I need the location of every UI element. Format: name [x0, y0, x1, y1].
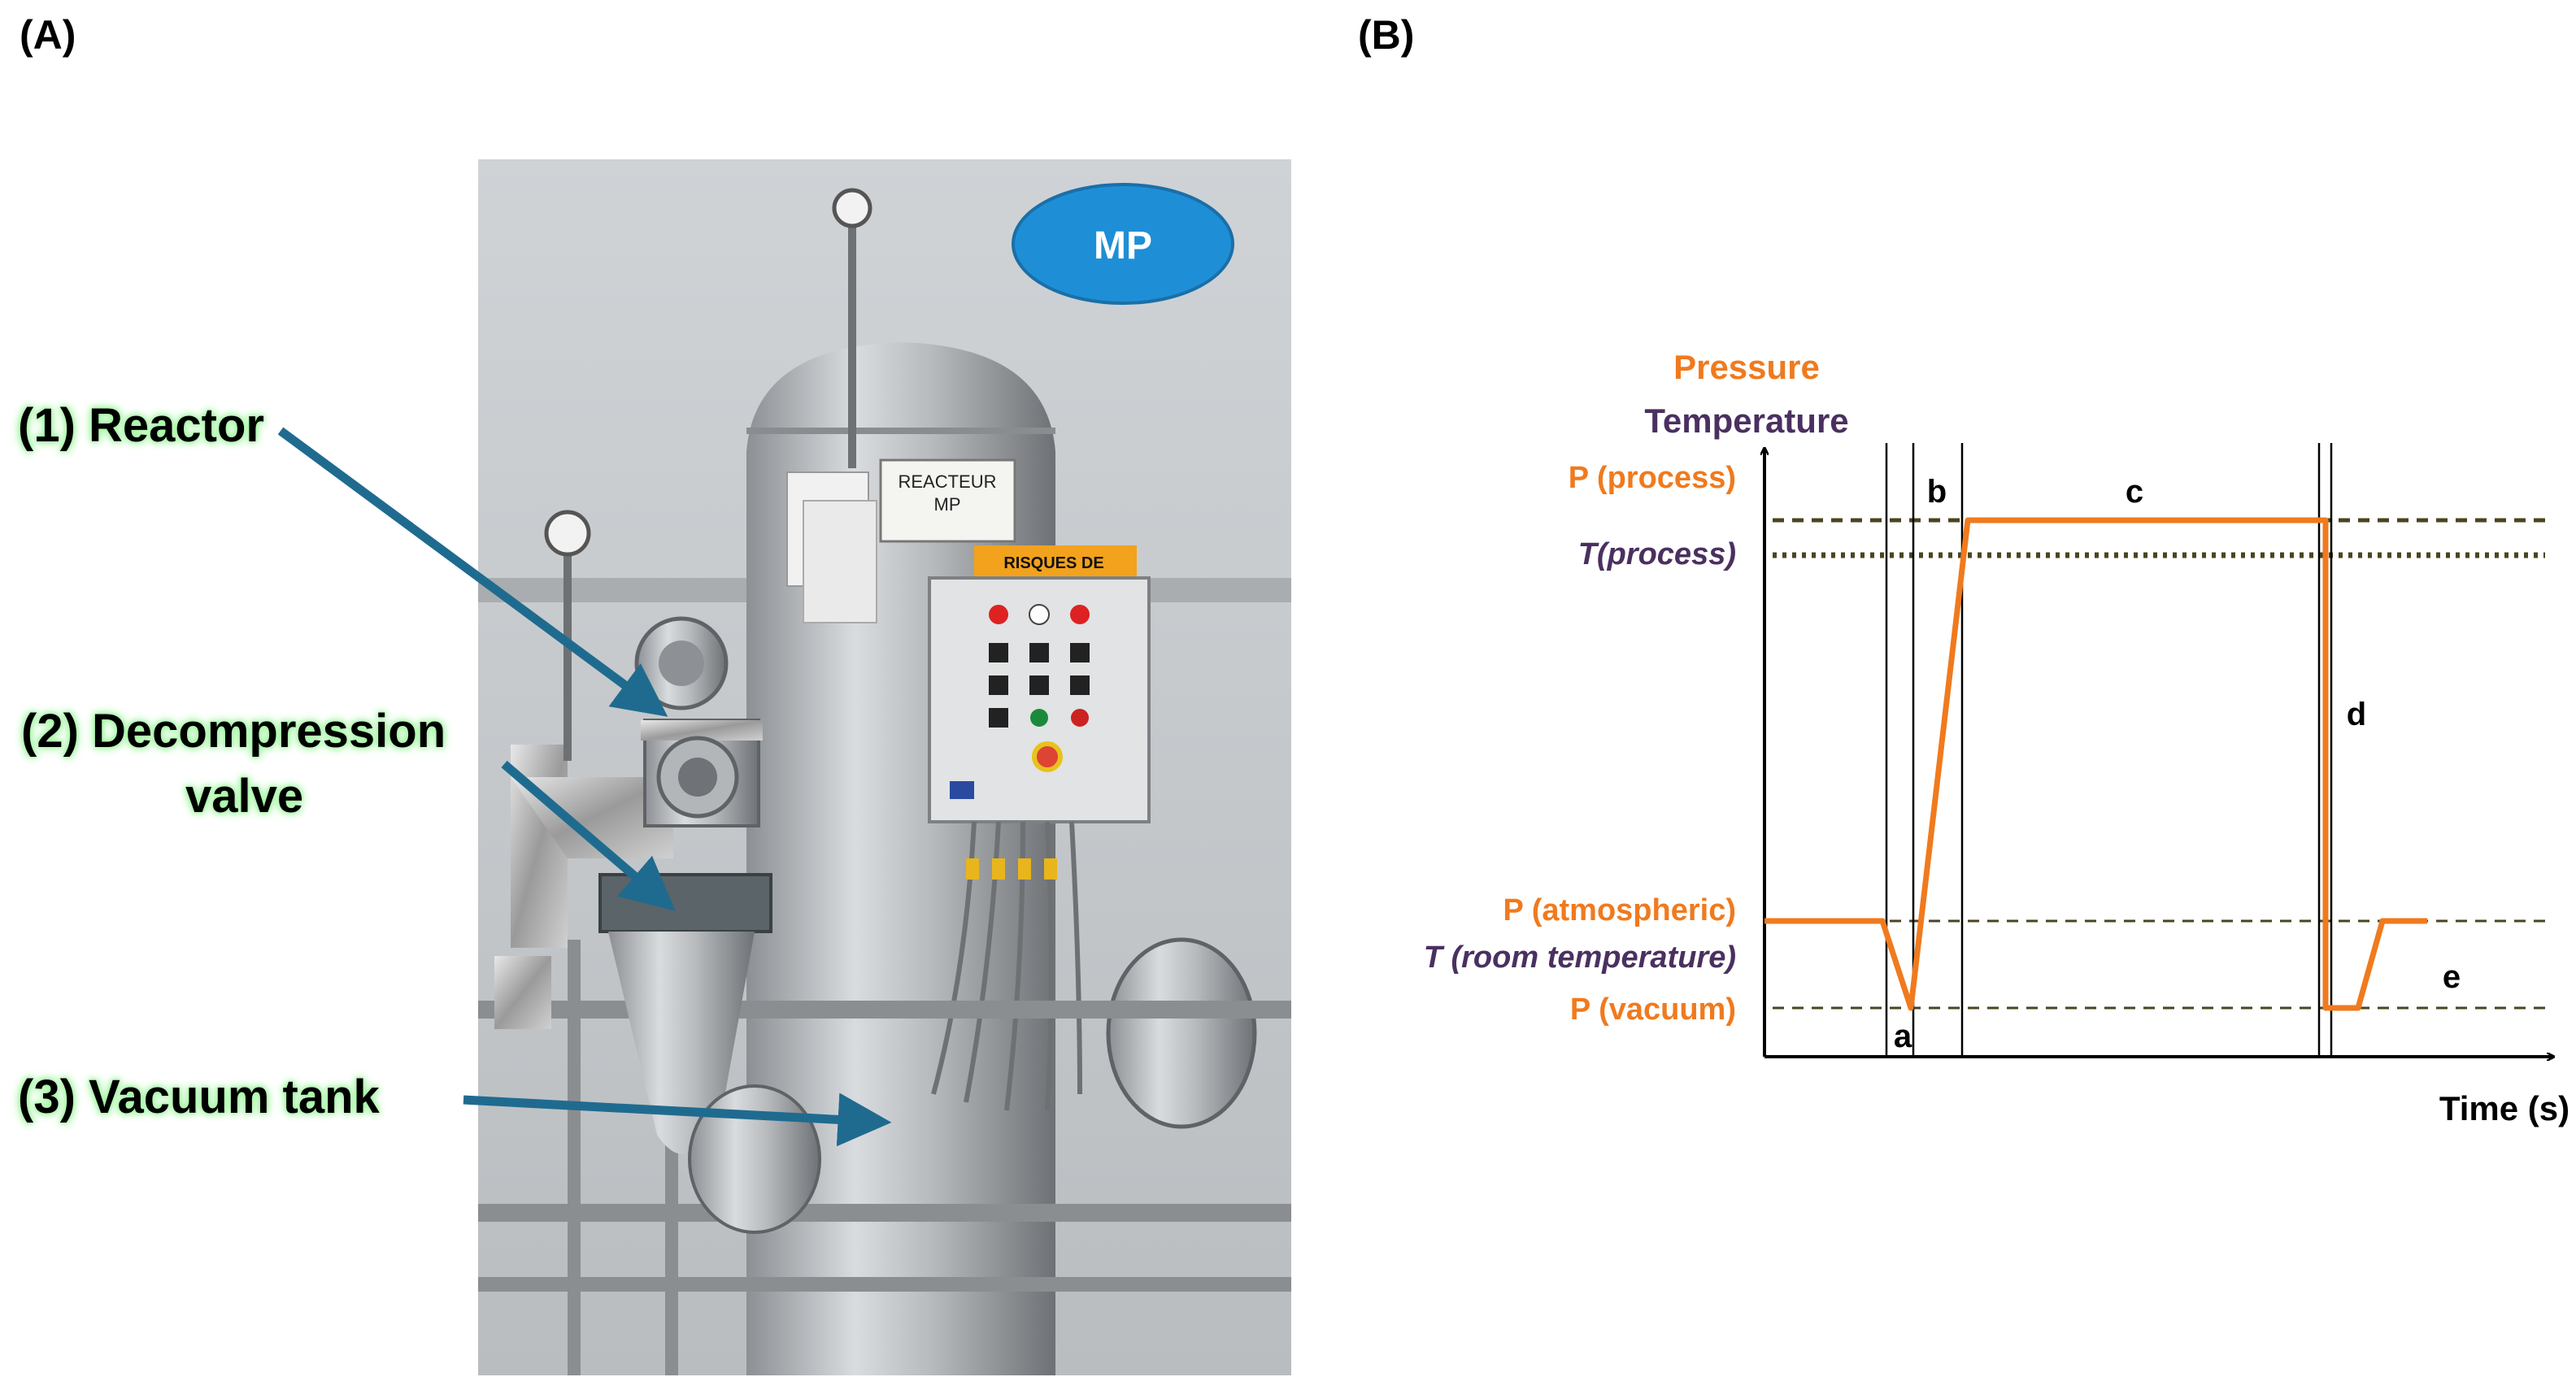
label-p-process: P (process) — [1569, 461, 1736, 495]
phase-d: d — [2347, 697, 2366, 732]
reactor-photo-illustration: REACTEUR MP RISQUES DE — [478, 159, 1291, 1375]
phase-a: a — [1894, 1019, 1912, 1054]
reactor-photo: REACTEUR MP RISQUES DE — [478, 159, 1291, 1375]
sign-title: REACTEUR — [898, 471, 996, 492]
valve-callout-line1: (2) Decompression — [21, 705, 446, 758]
reactor-arrow — [277, 427, 668, 717]
valve-arrow — [501, 760, 676, 911]
panel-b-label: (B) — [1358, 12, 1415, 58]
pressure-temperature-diagram: Pressure Temperature Time (s) P (process… — [1424, 348, 2569, 1127]
pressure-profile — [1764, 517, 2427, 1011]
label-p-vacuum: P (vacuum) — [1570, 993, 1736, 1027]
phase-c: c — [2126, 474, 2143, 510]
tank-arrow — [463, 1092, 892, 1147]
valve-callout-line2: valve — [185, 770, 304, 823]
warning-sticker: RISQUES DE — [1003, 554, 1103, 572]
phase-b: b — [1927, 474, 1947, 510]
sign-sub: MP — [934, 494, 961, 515]
panel-a-label: (A) — [20, 12, 76, 58]
y-title-pressure: Pressure — [1673, 348, 1820, 386]
x-title: Time (s) — [2439, 1089, 2569, 1127]
mp-badge-label: MP — [1094, 224, 1152, 267]
phase-e: e — [2443, 959, 2461, 995]
label-t-process: T(process) — [1578, 537, 1736, 571]
tank-callout: (3) Vacuum tank — [18, 1071, 380, 1123]
y-title-temperature: Temperature — [1644, 402, 1848, 440]
reactor-callout: (1) Reactor — [18, 399, 264, 452]
label-p-atm: P (atmospheric) — [1503, 893, 1736, 927]
label-t-room: T (room temperature) — [1424, 940, 1736, 975]
mp-badge — [1012, 183, 1234, 305]
